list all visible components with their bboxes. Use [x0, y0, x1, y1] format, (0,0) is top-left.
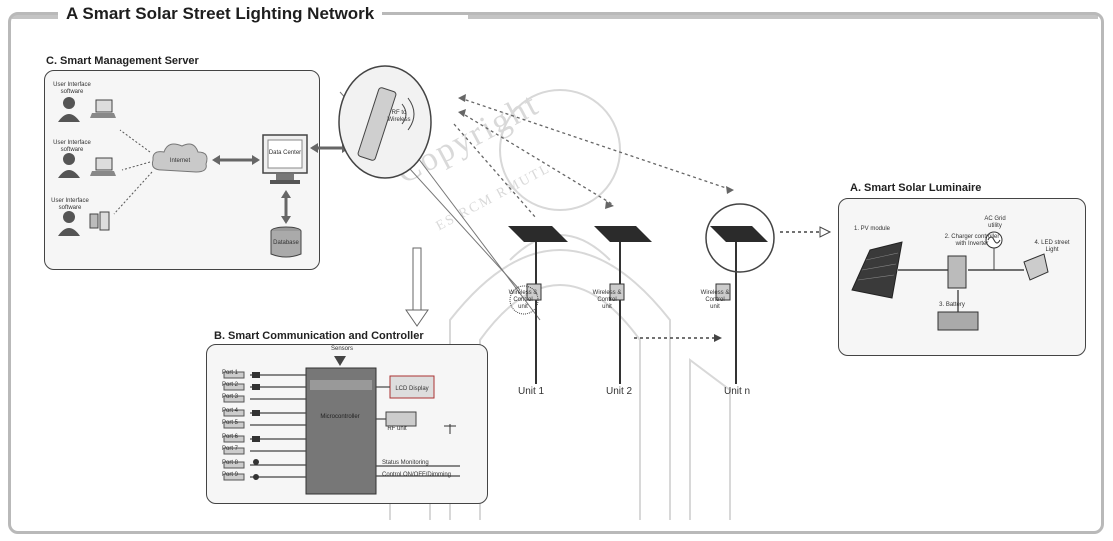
control-output-label: Control ON/OFF/Dimming — [382, 472, 452, 478]
lcd-display-label: LCD Display — [395, 386, 429, 392]
grid-label: AC Grid utility — [984, 216, 1006, 229]
mobile-device-icon — [89, 211, 110, 231]
pole-box-label: Wireless & Control unit — [592, 290, 622, 310]
unit-label: Unit 2 — [606, 386, 633, 397]
user-interface-label: User Interface software — [53, 82, 91, 95]
database-label: Database — [273, 240, 299, 246]
database-icon — [270, 226, 302, 258]
microcontroller-label: Microcontroller — [320, 414, 360, 420]
gateway-label: RF to Wireless — [387, 110, 411, 123]
port-label: Port 6 — [221, 434, 238, 440]
port-label: Port 2 — [221, 382, 238, 388]
management-server-title: C. Smart Management Server — [46, 55, 199, 67]
port-label: Port 3 — [221, 394, 238, 400]
rf-unit-label: RF unit — [387, 426, 407, 432]
controller-block-diagram — [223, 356, 460, 495]
unit-label: Unit n — [724, 386, 751, 397]
user-icon — [58, 97, 80, 122]
battery-label: 3. Battery — [939, 302, 965, 308]
pv-module-label: 1. PV module — [853, 226, 891, 232]
laptop-icon — [90, 157, 116, 176]
port-label: Port 4 — [221, 408, 238, 414]
status-output-label: Status Monitoring — [382, 460, 429, 466]
luminaire-title: A. Smart Solar Luminaire — [850, 182, 982, 194]
user-icon — [58, 211, 80, 236]
charger-controller-label: 2. Charger controller with Inverter — [944, 234, 1000, 247]
port-label: Port 7 — [221, 446, 238, 452]
port-label: Port 9 — [221, 472, 238, 478]
port-label: Port 5 — [221, 420, 238, 426]
pole-box-label: Wireless & Control unit — [508, 290, 538, 310]
controller-title: B. Smart Communication and Controller — [214, 330, 424, 342]
diagram-frame — [8, 12, 1104, 534]
data-center-label: Data Center — [268, 150, 302, 156]
sensor-label: Sensors — [330, 346, 353, 352]
laptop-icon — [90, 99, 116, 118]
internet-label: Internet — [169, 158, 191, 164]
led-light-label: 4. LED street Light — [1034, 240, 1070, 253]
internet-cloud-icon — [151, 143, 208, 173]
data-center-monitor-icon — [262, 134, 308, 184]
figure-title: A Smart Solar Street Lighting Network — [58, 4, 383, 24]
title-rule-right — [468, 14, 1098, 19]
port-label: Port 8 — [221, 460, 238, 466]
luminaire-diagram — [851, 231, 1049, 331]
server-to-controller-arrow — [405, 247, 429, 327]
user-interface-label: User Interface software — [51, 198, 89, 211]
user-icon — [58, 153, 80, 178]
user-interface-label: User Interface software — [53, 140, 91, 153]
pole-box-label: Wireless & Control unit — [700, 290, 730, 310]
title-rule-left — [12, 14, 58, 19]
unit-label: Unit 1 — [518, 386, 545, 397]
port-label: Port 1 — [221, 370, 238, 376]
